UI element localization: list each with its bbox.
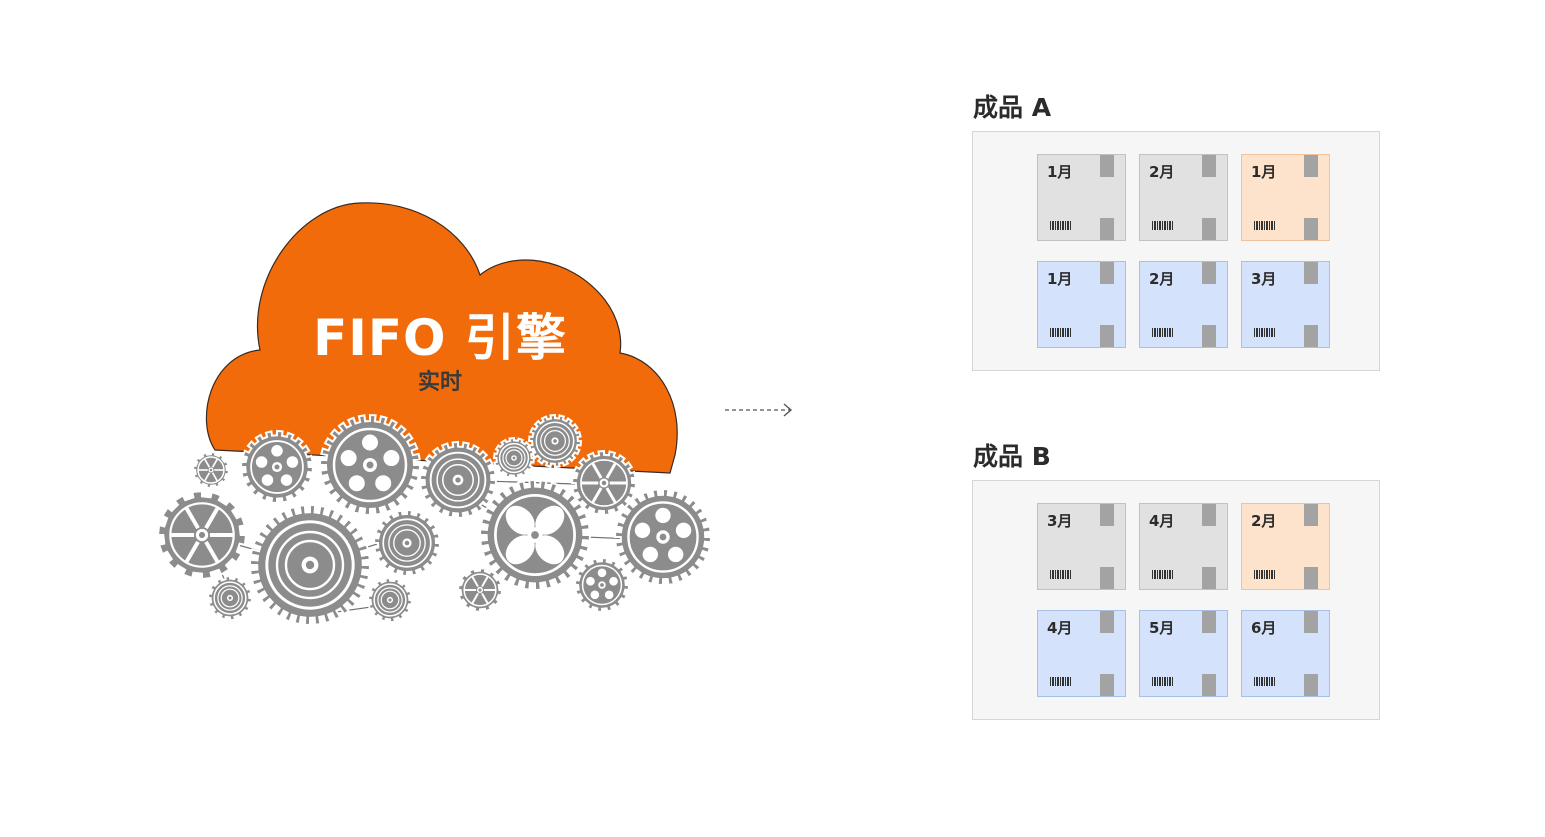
- pallet-month-label: 2月: [1149, 163, 1175, 181]
- barcode-icon: [1254, 221, 1276, 230]
- pallet-post: [1304, 567, 1318, 589]
- pallet-month-label: 5月: [1149, 619, 1175, 637]
- pallet-month-label: 6月: [1251, 619, 1277, 637]
- group-title-a: 成品 A: [973, 93, 1052, 122]
- pallet-post: [1202, 567, 1216, 589]
- barcode-icon: [1050, 328, 1072, 337]
- gear-icon: [206, 574, 254, 622]
- engine-title: FIFO 引擎: [313, 309, 567, 367]
- pallet-blue: 4月: [1037, 610, 1126, 697]
- engine-subtitle: 实时: [417, 370, 462, 395]
- pallet-orange: 2月: [1241, 503, 1330, 590]
- gear-icon: [570, 449, 638, 517]
- pallet-post: [1202, 218, 1216, 240]
- pallet-post: [1100, 674, 1114, 696]
- pallet-blue: 2月: [1139, 261, 1228, 348]
- gear-icon: [318, 413, 422, 517]
- pallet-post: [1202, 262, 1216, 284]
- pallet-post: [1100, 567, 1114, 589]
- barcode-icon: [1254, 570, 1276, 579]
- pallet-post: [1304, 325, 1318, 347]
- pallet-post: [1100, 611, 1114, 633]
- barcode-icon: [1050, 677, 1072, 686]
- pallet-post: [1304, 611, 1318, 633]
- pallet-month-label: 2月: [1251, 512, 1277, 530]
- barcode-icon: [1050, 221, 1072, 230]
- pallet-post: [1100, 155, 1114, 177]
- flow-arrow: [725, 403, 793, 417]
- barcode-icon: [1152, 328, 1174, 337]
- pallet-post: [1304, 155, 1318, 177]
- gear-icon: [418, 440, 498, 520]
- gear-icon: [478, 478, 592, 592]
- gear-icon: [613, 487, 713, 587]
- gear-icon: [492, 436, 536, 480]
- pallet-gray: 4月: [1139, 503, 1228, 590]
- pallet-month-label: 1月: [1251, 163, 1277, 181]
- pallet-post: [1202, 325, 1216, 347]
- barcode-icon: [1152, 221, 1174, 230]
- pallet-gray: 2月: [1139, 154, 1228, 241]
- pallet-gray: 3月: [1037, 503, 1126, 590]
- pallet-month-label: 2月: [1149, 270, 1175, 288]
- pallet-orange: 1月: [1241, 154, 1330, 241]
- group-panel-a: 1月 2月 1月 1月 2月 3月: [972, 131, 1380, 371]
- pallet-post: [1304, 262, 1318, 284]
- barcode-icon: [1152, 677, 1174, 686]
- pallet-post: [1304, 218, 1318, 240]
- pallet-month-label: 4月: [1149, 512, 1175, 530]
- pallet-month-label: 3月: [1251, 270, 1277, 288]
- barcode-icon: [1152, 570, 1174, 579]
- gear-icon: [248, 503, 372, 627]
- pallet-post: [1304, 674, 1318, 696]
- pallet-post: [1100, 218, 1114, 240]
- pallet-blue: 3月: [1241, 261, 1330, 348]
- pallet-post: [1100, 325, 1114, 347]
- barcode-icon: [1050, 570, 1072, 579]
- pallet-post: [1100, 262, 1114, 284]
- cloud-shape: [205, 202, 678, 474]
- pallet-post: [1202, 611, 1216, 633]
- pallet-blue: 5月: [1139, 610, 1228, 697]
- gear-icon: [191, 450, 231, 490]
- pallet-post: [1304, 504, 1318, 526]
- pallet-month-label: 1月: [1047, 270, 1073, 288]
- pallet-month-label: 1月: [1047, 163, 1073, 181]
- gear-icon: [573, 556, 631, 614]
- pallet-post: [1202, 674, 1216, 696]
- gear-icon: [156, 489, 248, 581]
- pallet-post: [1202, 155, 1216, 177]
- pallet-month-label: 4月: [1047, 619, 1073, 637]
- gear-icon: [456, 566, 504, 614]
- barcode-icon: [1254, 677, 1276, 686]
- pallet-blue: 6月: [1241, 610, 1330, 697]
- group-panel-b: 3月 4月 2月 4月 5月 6月: [972, 480, 1380, 720]
- gears-cluster: [156, 413, 713, 627]
- pallet-month-label: 3月: [1047, 512, 1073, 530]
- pallet-post: [1202, 504, 1216, 526]
- gear-icon: [372, 508, 442, 578]
- gear-icon: [527, 413, 583, 469]
- pallet-blue: 1月: [1037, 261, 1126, 348]
- barcode-icon: [1254, 328, 1276, 337]
- group-title-b: 成品 B: [973, 442, 1051, 471]
- gear-icon: [366, 576, 414, 624]
- pallet-gray: 1月: [1037, 154, 1126, 241]
- fifo-engine-graphic: [156, 202, 713, 627]
- pallet-post: [1100, 504, 1114, 526]
- gear-icon: [239, 429, 315, 505]
